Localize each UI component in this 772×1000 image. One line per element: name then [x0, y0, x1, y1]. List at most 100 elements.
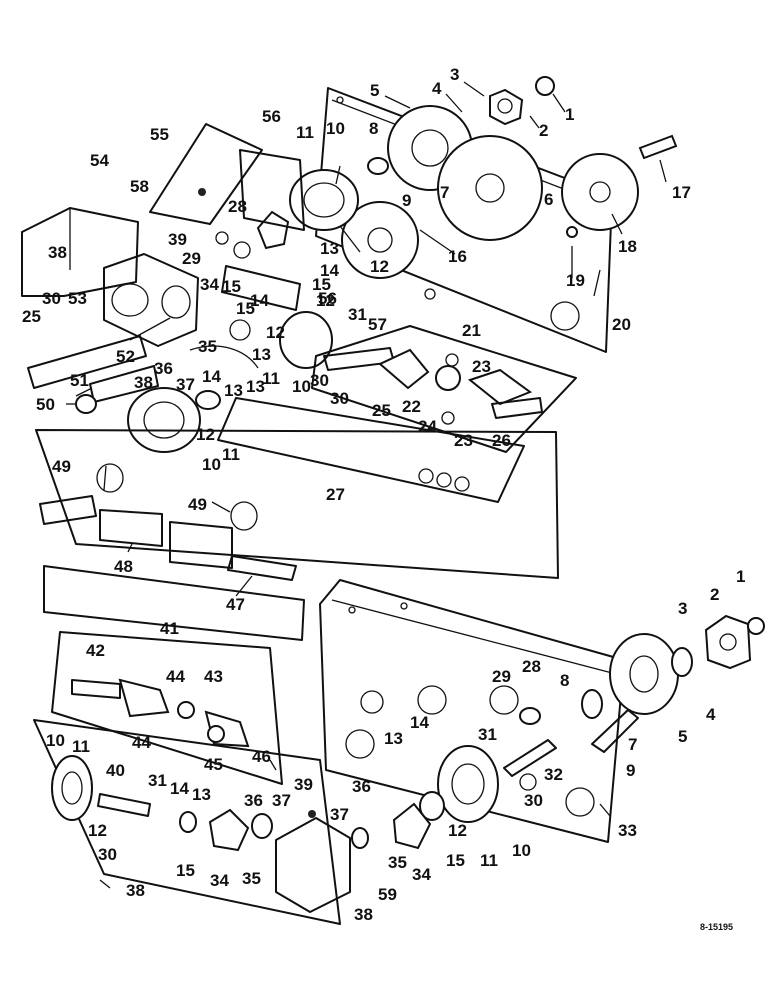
- callout-13: 13: [320, 239, 339, 258]
- callout-9-b: 9: [626, 761, 635, 780]
- callout-51: 51: [70, 371, 89, 390]
- callout-5: 5: [370, 81, 379, 100]
- callout-12: 12: [370, 257, 389, 276]
- callout-26: 26: [492, 431, 511, 450]
- callout-44-bottom: 44: [132, 733, 151, 752]
- callout-9: 9: [402, 191, 411, 210]
- callout-11: 11: [296, 123, 314, 142]
- callout-36: 36: [154, 359, 173, 378]
- callout-18: 18: [618, 237, 637, 256]
- callout-12-e: 12: [88, 821, 107, 840]
- callout-16: 16: [448, 247, 467, 266]
- callout-10: 10: [326, 119, 345, 138]
- universal-joint-panel: [43, 565, 305, 785]
- callout-53: 53: [68, 289, 87, 308]
- callout-34: 34: [200, 275, 219, 294]
- callout-20: 20: [612, 315, 631, 334]
- callout-28-b: 28: [522, 657, 541, 676]
- callout-11-b: 11: [262, 369, 280, 388]
- callout-14-d: 14: [170, 779, 189, 798]
- callout-40: 40: [106, 761, 125, 780]
- callout-50: 50: [36, 395, 55, 414]
- callout-13-e: 13: [192, 785, 211, 804]
- callout-13-d: 13: [224, 381, 243, 400]
- callout-38-mid: 38: [134, 373, 153, 392]
- callout-39: 39: [168, 230, 187, 249]
- callout-58: 58: [130, 177, 149, 196]
- callout-7: 7: [440, 183, 449, 202]
- callout-30-d: 30: [98, 845, 117, 864]
- drive-shaft-panel: [311, 325, 577, 453]
- callout-59: 59: [378, 885, 397, 904]
- callout-14: 14: [320, 261, 339, 280]
- callout-14-b: 14: [250, 291, 269, 310]
- tube-shaft-panel: [35, 429, 559, 581]
- callout-30-right: 30: [330, 389, 349, 408]
- callout-7-b: 7: [628, 735, 637, 754]
- callout-28: 28: [228, 197, 247, 216]
- callout-10-b: 10: [292, 377, 311, 396]
- callout-38-d: 38: [354, 905, 373, 924]
- callout-13-b: 13: [252, 345, 271, 364]
- callout-35-c: 35: [388, 853, 407, 872]
- callout-32: 32: [544, 765, 563, 784]
- callout-36-c: 36: [352, 777, 371, 796]
- callout-37-b: 37: [272, 791, 291, 810]
- callout-31: 31: [348, 305, 367, 324]
- callout-54: 54: [90, 151, 109, 170]
- callout-14-e: 14: [410, 713, 429, 732]
- callout-4: 4: [432, 79, 442, 98]
- callout-10-c: 10: [202, 455, 221, 474]
- callout-13-f: 13: [384, 729, 403, 748]
- callout-15-b: 15: [222, 277, 241, 296]
- callout-27: 27: [326, 485, 345, 504]
- callout-10-d: 10: [46, 731, 65, 750]
- callout-56-bottom: 56: [318, 289, 337, 308]
- callout-3-b: 3: [678, 599, 687, 618]
- callout-2: 2: [539, 121, 548, 140]
- callout-35-b: 35: [242, 869, 261, 888]
- callout-41: 41: [160, 619, 179, 638]
- callout-31-c: 31: [478, 725, 497, 744]
- callout-11-c: 11: [222, 445, 240, 464]
- callout-30-e: 30: [524, 791, 543, 810]
- callout-45: 45: [204, 755, 223, 774]
- callout-24: 24: [418, 417, 437, 436]
- callout-15-e: 15: [446, 851, 465, 870]
- callout-38-c: 38: [126, 881, 145, 900]
- callout-8-b: 8: [560, 671, 569, 690]
- callout-29: 29: [182, 249, 201, 268]
- callout-31-b: 31: [148, 771, 167, 790]
- callout-12-b: 12: [266, 323, 285, 342]
- drawing-reference: 8-15195: [700, 922, 733, 932]
- callout-48: 48: [114, 557, 133, 576]
- callout-1-b: 1: [736, 567, 745, 586]
- callout-15: 15: [312, 275, 331, 294]
- callout-29-b: 29: [492, 667, 511, 686]
- callout-39-b: 39: [294, 775, 313, 794]
- upper-sprockets: [341, 76, 678, 279]
- callout-46: 46: [252, 747, 271, 766]
- callout-5-b: 5: [678, 727, 687, 746]
- callout-4-b: 4: [706, 705, 716, 724]
- callout-47: 47: [226, 595, 245, 614]
- callout-12-f: 12: [448, 821, 467, 840]
- callout-36-b: 36: [244, 791, 263, 810]
- callout-23-upper: 23: [472, 357, 491, 376]
- callout-55: 55: [150, 125, 169, 144]
- callout-42: 42: [86, 641, 105, 660]
- callout-22: 22: [402, 397, 421, 416]
- callout-35: 35: [198, 337, 217, 356]
- upper-covers: [21, 123, 305, 311]
- callout-43: 43: [204, 667, 223, 686]
- callout-57: 57: [368, 315, 387, 334]
- callout-19: 19: [566, 271, 585, 290]
- lower-left-gearbox: [33, 719, 351, 925]
- callout-3: 3: [450, 65, 459, 84]
- callout-14-c: 14: [202, 367, 221, 386]
- callout-1: 1: [565, 105, 574, 124]
- guard-shield: [217, 397, 525, 503]
